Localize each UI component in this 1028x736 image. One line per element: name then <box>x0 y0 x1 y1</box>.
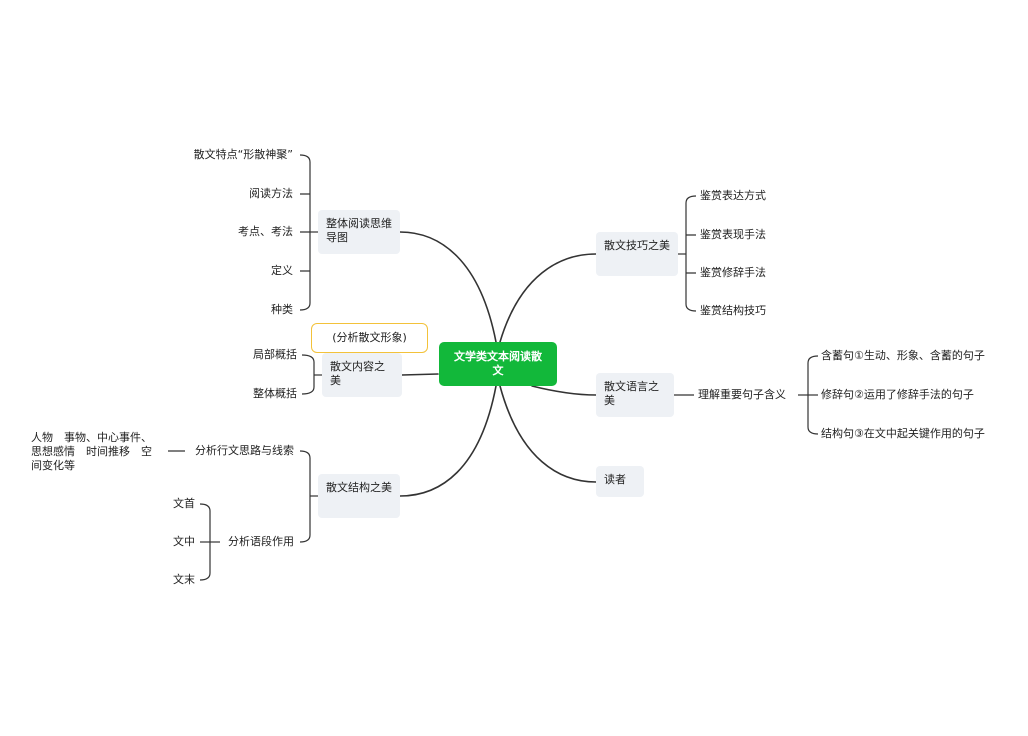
link-root-content <box>401 373 439 376</box>
leaf-structure-paragraph[interactable]: 分析语段作用 <box>228 535 294 548</box>
leaf-paragraph-0[interactable]: 文首 <box>173 497 195 510</box>
callout-content[interactable]: (分析散文形象) <box>311 323 428 353</box>
topic-skills-label: 散文技巧之美 <box>604 239 670 252</box>
topic-reader[interactable]: 读者 <box>596 466 644 497</box>
root-topic-label: 文学类文本阅读散文 <box>454 350 542 377</box>
topic-skills[interactable]: 散文技巧之美 <box>596 232 678 276</box>
leaf-skills-0[interactable]: 鉴赏表达方式 <box>700 189 766 202</box>
leaf-reading-2[interactable]: 考点、考法 <box>238 225 293 238</box>
leaf-paragraph-2[interactable]: 文末 <box>173 573 195 586</box>
leaf-reading-3[interactable]: 定义 <box>271 264 293 277</box>
root-topic[interactable]: 文学类文本阅读散文 <box>439 342 557 386</box>
link-root-language <box>531 385 597 396</box>
leaf-language-1[interactable]: 修辞句②运用了修辞手法的句子 <box>821 388 974 401</box>
link-root-reading <box>399 231 497 343</box>
topic-content[interactable]: 散文内容之美 <box>322 353 402 397</box>
topic-reading[interactable]: 整体阅读思维导图 <box>318 210 400 254</box>
leaf-reading-0[interactable]: 散文特点“形散神聚” <box>193 148 293 161</box>
leaf-paragraph-1[interactable]: 文中 <box>173 535 195 548</box>
leaf-reading-4[interactable]: 种类 <box>271 303 293 316</box>
topic-reader-label: 读者 <box>604 473 626 486</box>
leaf-skills-3[interactable]: 鉴赏结构技巧 <box>700 304 766 317</box>
leaf-reading-1[interactable]: 阅读方法 <box>249 187 293 200</box>
leaf-structure-thread[interactable]: 分析行文思路与线索 <box>195 444 294 457</box>
link-root-structure <box>399 385 497 497</box>
leaf-skills-1[interactable]: 鉴赏表现手法 <box>700 228 766 241</box>
topic-language-label: 散文语言之美 <box>604 380 659 407</box>
topic-content-label: 散文内容之美 <box>330 360 385 387</box>
topic-reading-label: 整体阅读思维导图 <box>326 217 392 244</box>
leaf-language-2[interactable]: 结构句③在文中起关键作用的句子 <box>821 427 985 440</box>
leaf-content-0[interactable]: 局部概括 <box>253 348 297 361</box>
leaf-skills-2[interactable]: 鉴赏修辞手法 <box>700 266 766 279</box>
topic-structure-label: 散文结构之美 <box>326 481 392 494</box>
leaf-language-sub[interactable]: 理解重要句子含义 <box>698 388 786 401</box>
leaf-structure-thread-detail[interactable]: 人物 事物、中心事件、思想感情 时间推移 空间变化等 <box>31 431 152 472</box>
leaf-content-1[interactable]: 整体概括 <box>253 387 297 400</box>
link-root-reader <box>499 385 597 483</box>
leaf-language-0[interactable]: 含蓄句①生动、形象、含蓄的句子 <box>821 349 985 362</box>
topic-structure[interactable]: 散文结构之美 <box>318 474 400 518</box>
link-root-skills <box>499 253 597 343</box>
callout-content-label: (分析散文形象) <box>332 331 407 344</box>
topic-language[interactable]: 散文语言之美 <box>596 373 674 417</box>
